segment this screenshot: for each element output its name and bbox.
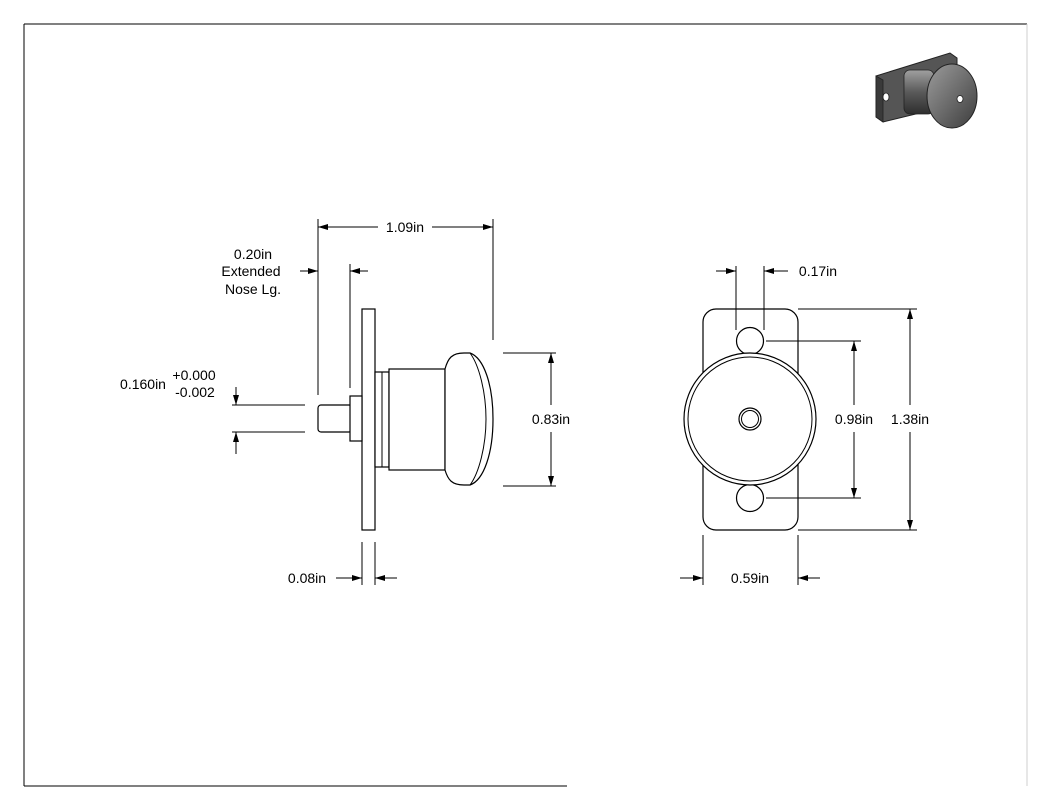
dim-hole-diameter: 0.17in (716, 263, 837, 330)
iso-pin-hole (956, 95, 964, 103)
dim-pin-diameter: 0.160in +0.000 -0.002 (120, 367, 305, 454)
front-top-hole (735, 326, 765, 356)
side-view (317, 308, 494, 531)
knob-diameter-label: 0.83in (532, 411, 570, 427)
dim-flange-thickness: 0.08in (288, 542, 397, 586)
pin-diameter-label: 0.160in (120, 376, 166, 392)
dim-flange-width: 0.59in (680, 535, 820, 586)
iso-mount-hole (882, 92, 890, 102)
side-knob (444, 352, 494, 486)
hole-diameter-label: 0.17in (799, 263, 837, 279)
flange-width-label: 0.59in (731, 570, 769, 586)
front-bottom-hole (735, 483, 765, 513)
side-pin (317, 404, 353, 433)
isometric-view (875, 52, 978, 129)
pin-tol-upper: +0.000 (172, 367, 215, 383)
nose-length-line1: Extended (221, 263, 280, 279)
flange-height-label: 1.38in (891, 411, 929, 427)
dim-flange-height: 1.38in (798, 308, 929, 531)
overall-length-label: 1.09in (386, 219, 424, 235)
front-pin (738, 407, 762, 431)
sheet-border (23, 23, 1028, 787)
hole-spacing-label: 0.98in (835, 411, 873, 427)
dim-knob-diameter: 0.83in (503, 352, 570, 487)
flange-thickness-label: 0.08in (288, 570, 326, 586)
dim-nose-length: 0.20in Extended Nose Lg. (221, 246, 368, 388)
side-body (388, 368, 446, 471)
front-view (683, 308, 817, 531)
iso-knob (926, 63, 978, 129)
pin-tol-lower: -0.002 (175, 384, 215, 400)
nose-length-value: 0.20in (234, 246, 272, 262)
dim-hole-spacing: 0.98in (766, 340, 873, 499)
side-flange (361, 308, 376, 531)
dim-overall-length: 1.09in (317, 219, 494, 395)
nose-length-line2: Nose Lg. (225, 281, 281, 297)
